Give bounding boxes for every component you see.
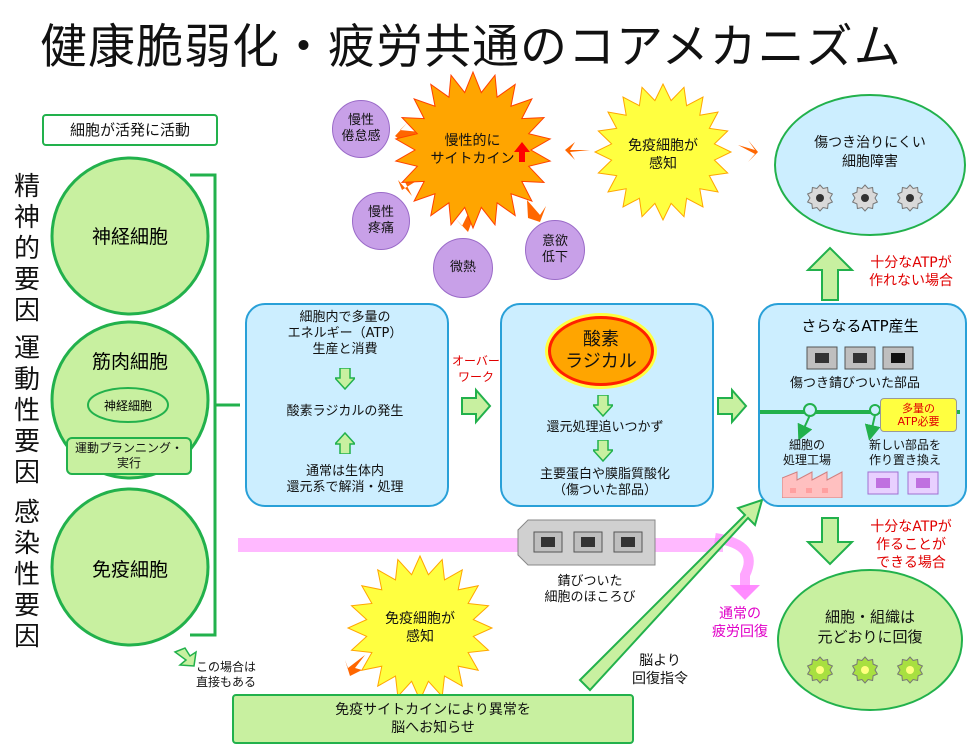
symptom-pain: 慢性 疼痛 bbox=[352, 192, 410, 250]
box3-new-parts: 新しい部品を 作り置き換え bbox=[868, 438, 941, 467]
box-energy bbox=[245, 303, 449, 507]
rusted-parts-icons bbox=[805, 343, 915, 373]
box2-mid: 還元処理追いつかず bbox=[546, 420, 664, 435]
gear-hub bbox=[861, 666, 869, 674]
orange-arrow-5 bbox=[565, 142, 590, 160]
nerve-cell-label: 神経細胞 bbox=[91, 225, 168, 248]
orange-arrow-2 bbox=[398, 180, 418, 196]
box2-down-arrow-2 bbox=[591, 439, 615, 463]
orange-arrow-6 bbox=[738, 140, 758, 162]
factor-motor: 運動性要因 bbox=[13, 334, 40, 488]
gear-hub bbox=[816, 194, 824, 202]
brain-recovery-arrow bbox=[578, 498, 764, 692]
damaged-gears bbox=[806, 184, 924, 212]
normal-recovery-arrowhead bbox=[730, 585, 760, 600]
brain-recovery-label: 脳より 回復指令 bbox=[632, 653, 688, 687]
rusted-label: 錆びついた 細胞のほころび bbox=[544, 574, 636, 605]
factor-infection: 感染性要因 bbox=[13, 498, 40, 652]
orange-arrow-7 bbox=[345, 655, 365, 676]
arrow-box1-box2 bbox=[461, 387, 492, 425]
muscle-cell-label: 筋肉細胞 bbox=[91, 350, 168, 373]
healthy-gears bbox=[806, 656, 924, 684]
cytokine-sun bbox=[394, 70, 552, 230]
muscle-inner-label: 神経細胞 bbox=[103, 398, 152, 413]
gear-hub bbox=[906, 666, 914, 674]
direct-note: この場合は 直接もある bbox=[196, 660, 257, 689]
active-label: 細胞が活発に活動 bbox=[42, 114, 218, 146]
box1-mid: 酸素ラジカルの発生 bbox=[286, 404, 404, 419]
immune-detect-bottom-label: 免疫細胞が 感知 bbox=[385, 611, 455, 645]
damage-cloud-label: 傷つき治りにくい 細胞障害 bbox=[814, 135, 926, 170]
brain-notice-box: 免疫サイトカインにより異常を 脳へお知らせ bbox=[232, 694, 634, 744]
cytokine-sun-label: 慢性的に サイトカイン bbox=[430, 133, 515, 167]
box2-bottom: 主要蛋白や膜脂質酸化 （傷ついた部品） bbox=[539, 467, 670, 498]
box1-top: 細胞内で多量の エネルギー（ATP） 生産と消費 bbox=[287, 310, 403, 357]
box1-down-arrow bbox=[333, 367, 357, 391]
box1-up-arrow bbox=[333, 431, 357, 455]
box3-parts: 傷つき錆びついた部品 bbox=[789, 376, 920, 391]
radical-ellipse: 酸素 ラジカル bbox=[548, 316, 654, 386]
factory-icon bbox=[781, 468, 857, 499]
sufficient-atp-label: 十分なATPが 作ることが できる場合 bbox=[870, 519, 952, 571]
symptom-fever: 微熱 bbox=[433, 238, 493, 298]
cell-bracket bbox=[190, 173, 240, 637]
immune-cell-circle bbox=[50, 487, 210, 647]
normal-recovery-label: 通常の 疲労回復 bbox=[712, 606, 768, 640]
motor-planning-label: 運動プランニング・ 実行 bbox=[66, 437, 192, 475]
recover-cloud-label: 細胞・組織は 元どおりに回復 bbox=[817, 608, 923, 646]
box2-down-arrow-1 bbox=[591, 394, 615, 418]
atp-needed-badge: 多量の ATP必要 bbox=[880, 398, 957, 432]
nerve-cell-circle bbox=[50, 156, 210, 316]
immune-detect-top-label: 免疫細胞が 感知 bbox=[628, 138, 698, 172]
symptom-motivation: 意欲 低下 bbox=[525, 220, 585, 280]
gear-hub bbox=[906, 194, 914, 202]
box3-divider bbox=[760, 410, 960, 414]
symptom-fatigue: 慢性 倦怠感 bbox=[332, 100, 390, 158]
new-parts-icons bbox=[866, 470, 946, 498]
arrow-down-recover bbox=[805, 517, 855, 566]
factor-mental: 精神的要因 bbox=[13, 172, 40, 326]
rusted-pipe-icons bbox=[530, 528, 650, 556]
orange-arrow-1 bbox=[395, 122, 420, 146]
orange-arrow-4 bbox=[527, 200, 546, 222]
muscle-inner-ellipse bbox=[87, 387, 169, 423]
box3-title: さらなるATP産生 bbox=[801, 316, 919, 335]
insufficient-atp-label: 十分なATPが 作れない場合 bbox=[869, 255, 953, 289]
arrow-up-damage bbox=[805, 246, 855, 301]
page-title: 健康脆弱化・疲労共通のコアメカニズム bbox=[40, 20, 902, 75]
box1-bottom: 通常は生体内 還元系で解消・処理 bbox=[286, 464, 404, 495]
box3-factory: 細胞の 処理工場 bbox=[782, 438, 831, 467]
cytokine-up-arrow bbox=[514, 142, 530, 162]
overwork-label: オーバー ワーク bbox=[452, 354, 500, 384]
immune-detect-sun-top bbox=[593, 82, 733, 222]
box3-split-arrows bbox=[770, 395, 881, 441]
arrow-box2-box3 bbox=[717, 387, 748, 425]
arrow-direct bbox=[173, 647, 197, 667]
immune-cell-label: 免疫細胞 bbox=[91, 558, 168, 581]
gear-hub bbox=[861, 194, 869, 202]
gear-hub bbox=[816, 666, 824, 674]
